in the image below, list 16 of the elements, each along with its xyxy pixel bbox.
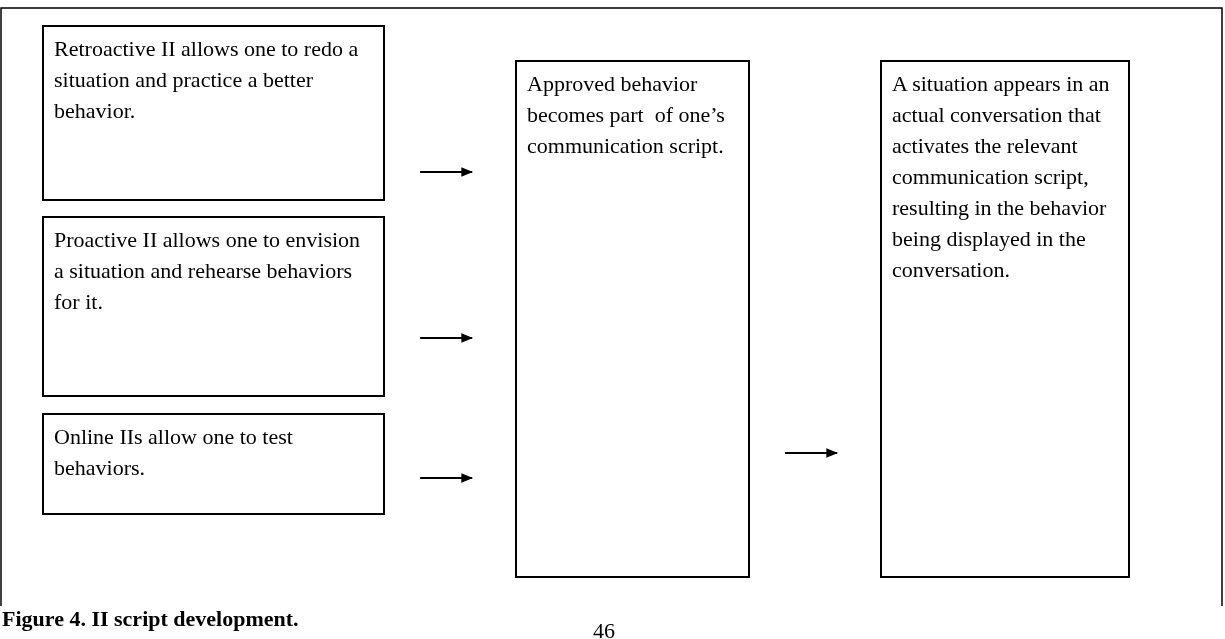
- box-text: Online IIs allow one to test behaviors.: [54, 423, 294, 482]
- process-box: [42, 25, 385, 201]
- process-box: [515, 60, 750, 578]
- box-text: Proactive II allows one to envision a situation and rehearse behaviors for it.: [54, 226, 362, 316]
- process-box: [42, 413, 385, 515]
- box-text: Approved behavior becomes part of one’s communication script.: [527, 70, 726, 160]
- arrow: [419, 333, 474, 343]
- arrow: [784, 448, 839, 458]
- box-text: A situation appears in an actual conversation that activates the relevant communication script, resulting in the behavior being displayed in the conversation.: [892, 70, 1111, 284]
- process-box: [880, 60, 1130, 578]
- arrow: [419, 167, 474, 177]
- figure-caption: Figure 4. II script development.: [2, 606, 299, 632]
- process-box: [42, 216, 385, 397]
- arrow: [419, 473, 474, 483]
- box-text: Retroactive II allows one to redo a situation and practice a better behavior.: [54, 35, 360, 125]
- page-number: 46: [593, 618, 615, 639]
